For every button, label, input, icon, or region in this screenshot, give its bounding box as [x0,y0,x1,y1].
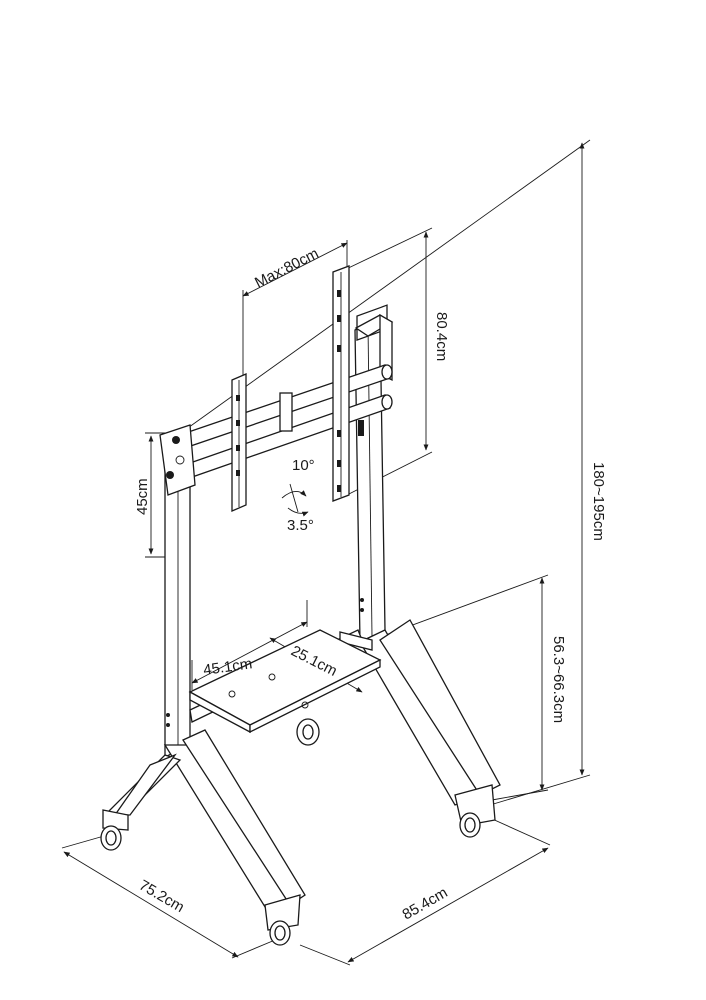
stand-structure [100,265,501,946]
dimension-lines [61,139,591,966]
shelf-height-label: 56.3~66.3cm [550,636,567,723]
max-width-label: Max:80cm [252,245,321,292]
base-depth-label: 75.2cm [136,877,187,916]
shelf-width-label: 45.1cm [202,655,253,679]
vesa-height-label: 80.4cm [433,312,450,361]
tilt-down-label: 3.5° [287,517,314,534]
tilt-up-label: 10° [292,457,315,474]
overall-height-label: 180~195cm [590,462,607,541]
bracket-height-label: 45cm [134,478,151,515]
